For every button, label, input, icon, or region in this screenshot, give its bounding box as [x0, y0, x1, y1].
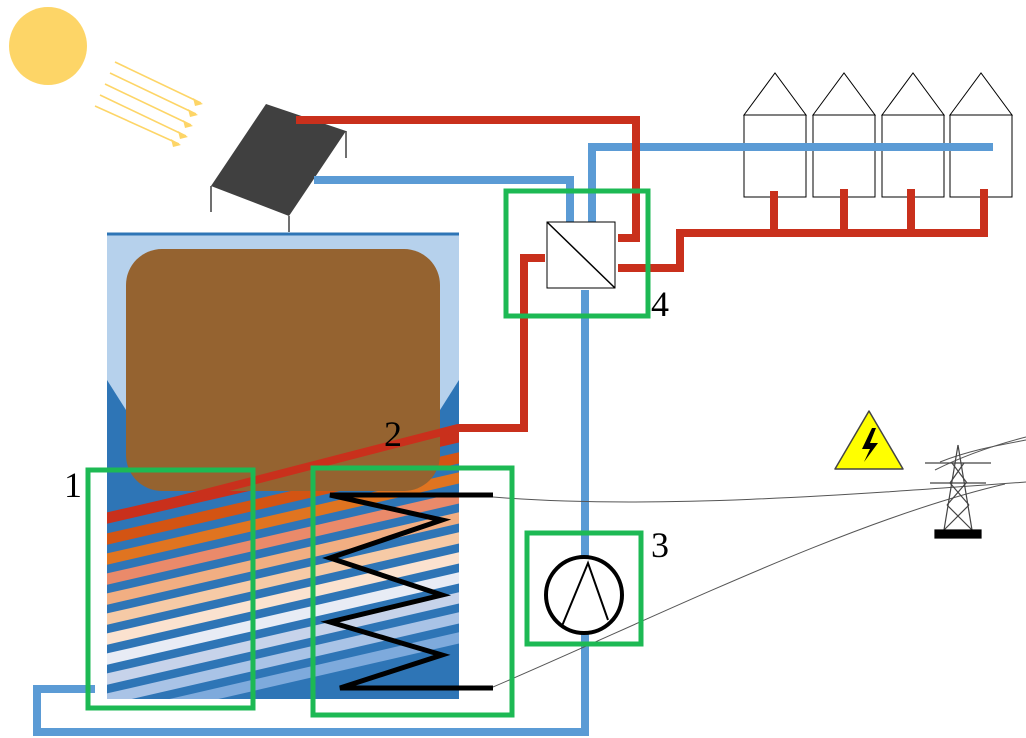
heat-exchanger-icon: [546, 221, 616, 289]
house-icon: [743, 72, 1013, 198]
high-voltage-warning-icon: [834, 410, 904, 470]
electric-heater-coil: [320, 492, 493, 691]
label-3: 3: [651, 525, 669, 565]
storage-tank: [107, 232, 459, 699]
highlight-frames: [85, 188, 651, 718]
label-2: 2: [384, 414, 402, 454]
power-pylon-icon: [925, 444, 991, 539]
sun-icon: [9, 7, 203, 147]
label-4: 4: [651, 284, 669, 324]
frame-1: [85, 467, 256, 711]
frame-3: [524, 530, 644, 647]
hot-pipes: [107, 116, 988, 522]
frame-4: [503, 188, 651, 319]
heat-pump-icon: [544, 555, 624, 635]
storage-material: [126, 249, 440, 491]
solar-collector-icon: [210, 104, 347, 232]
label-1: 1: [64, 465, 82, 505]
frame-2: [310, 465, 515, 718]
